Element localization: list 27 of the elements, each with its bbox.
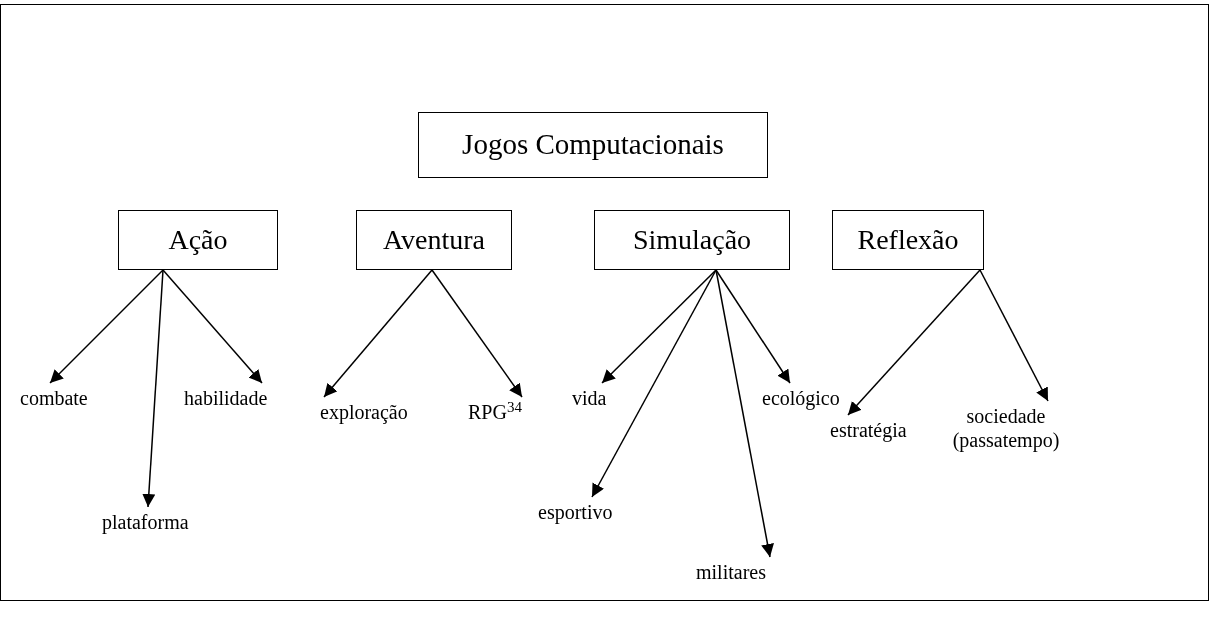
arrow <box>979 269 1049 402</box>
category-box: Reflexão <box>832 210 984 270</box>
leaf-label: estratégia <box>830 418 907 442</box>
arrow <box>715 269 774 558</box>
arrow <box>601 269 717 384</box>
category-box: Aventura <box>356 210 512 270</box>
category-box: Ação <box>118 210 278 270</box>
arrow <box>323 269 433 398</box>
arrow <box>162 269 263 384</box>
arrow <box>431 269 523 398</box>
category-box: Simulação <box>594 210 790 270</box>
leaf-label: combate <box>20 386 88 410</box>
arrow <box>142 269 164 508</box>
leaf-label: ecológico <box>762 386 840 410</box>
leaf-label: habilidade <box>184 386 268 410</box>
leaf-label: RPG$^{34}$ <box>468 400 522 424</box>
arrow <box>49 269 164 384</box>
leaf-label: vida <box>572 386 607 410</box>
arrow <box>591 269 717 498</box>
arrow <box>715 269 791 384</box>
title-box: Jogos Computacionais <box>418 112 768 178</box>
leaf-label: plataforma <box>102 510 189 534</box>
arrow <box>847 269 981 416</box>
leaf-label: militares <box>696 560 766 584</box>
leaf-label: exploração <box>320 400 408 424</box>
leaf-label: esportivo <box>538 500 613 524</box>
leaf-label: sociedade (passatempo) <box>950 404 1062 452</box>
